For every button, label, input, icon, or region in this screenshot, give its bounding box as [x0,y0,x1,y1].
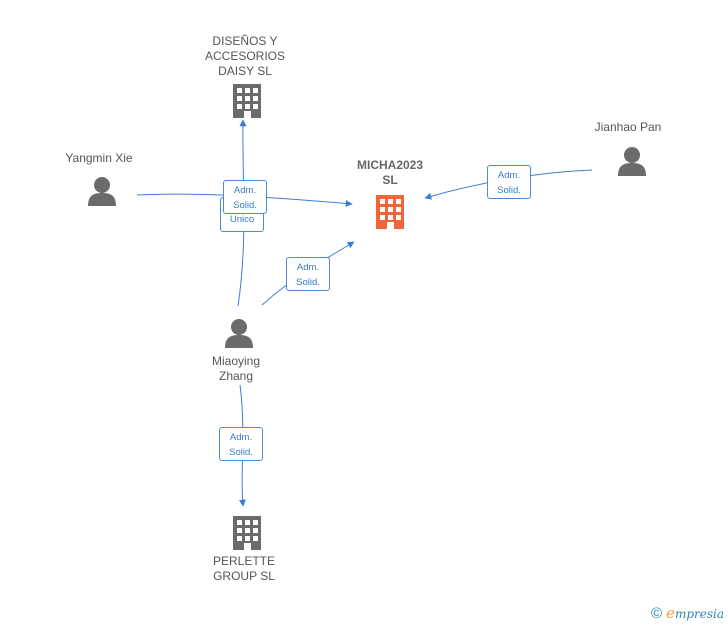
person-label-jianhao[interactable]: Jianhao Pan [594,120,662,134]
person-label-yangmin[interactable]: Yangmin Xie [65,151,133,165]
empresia-watermark: © empresia [651,604,724,622]
brand-name: empresia [666,604,724,622]
building-icon[interactable] [376,195,404,229]
person-icon[interactable] [618,147,646,176]
role-badge-adm-solid[interactable]: Adm. Solid. [487,165,531,199]
person-icon[interactable] [225,319,253,348]
copyright-icon: © [650,604,663,622]
company-label-perlette[interactable]: PERLETTE GROUP SL [212,554,275,583]
person-icon[interactable] [88,177,116,206]
building-icon[interactable] [233,516,261,550]
role-badge-adm-solid[interactable]: Adm. Solid. [223,180,267,214]
building-icon[interactable] [233,84,261,118]
company-label-disenos[interactable]: DISEÑOS Y ACCESORIOS DAISY SL [204,34,285,78]
role-badge-adm-solid[interactable]: Adm. Solid. [219,427,263,461]
company-label-micha[interactable]: MICHA2023 SL [356,158,424,187]
person-label-miaoying[interactable]: Miaoying Zhang [211,354,261,383]
role-badge-adm-solid[interactable]: Adm. Solid. [286,257,330,291]
